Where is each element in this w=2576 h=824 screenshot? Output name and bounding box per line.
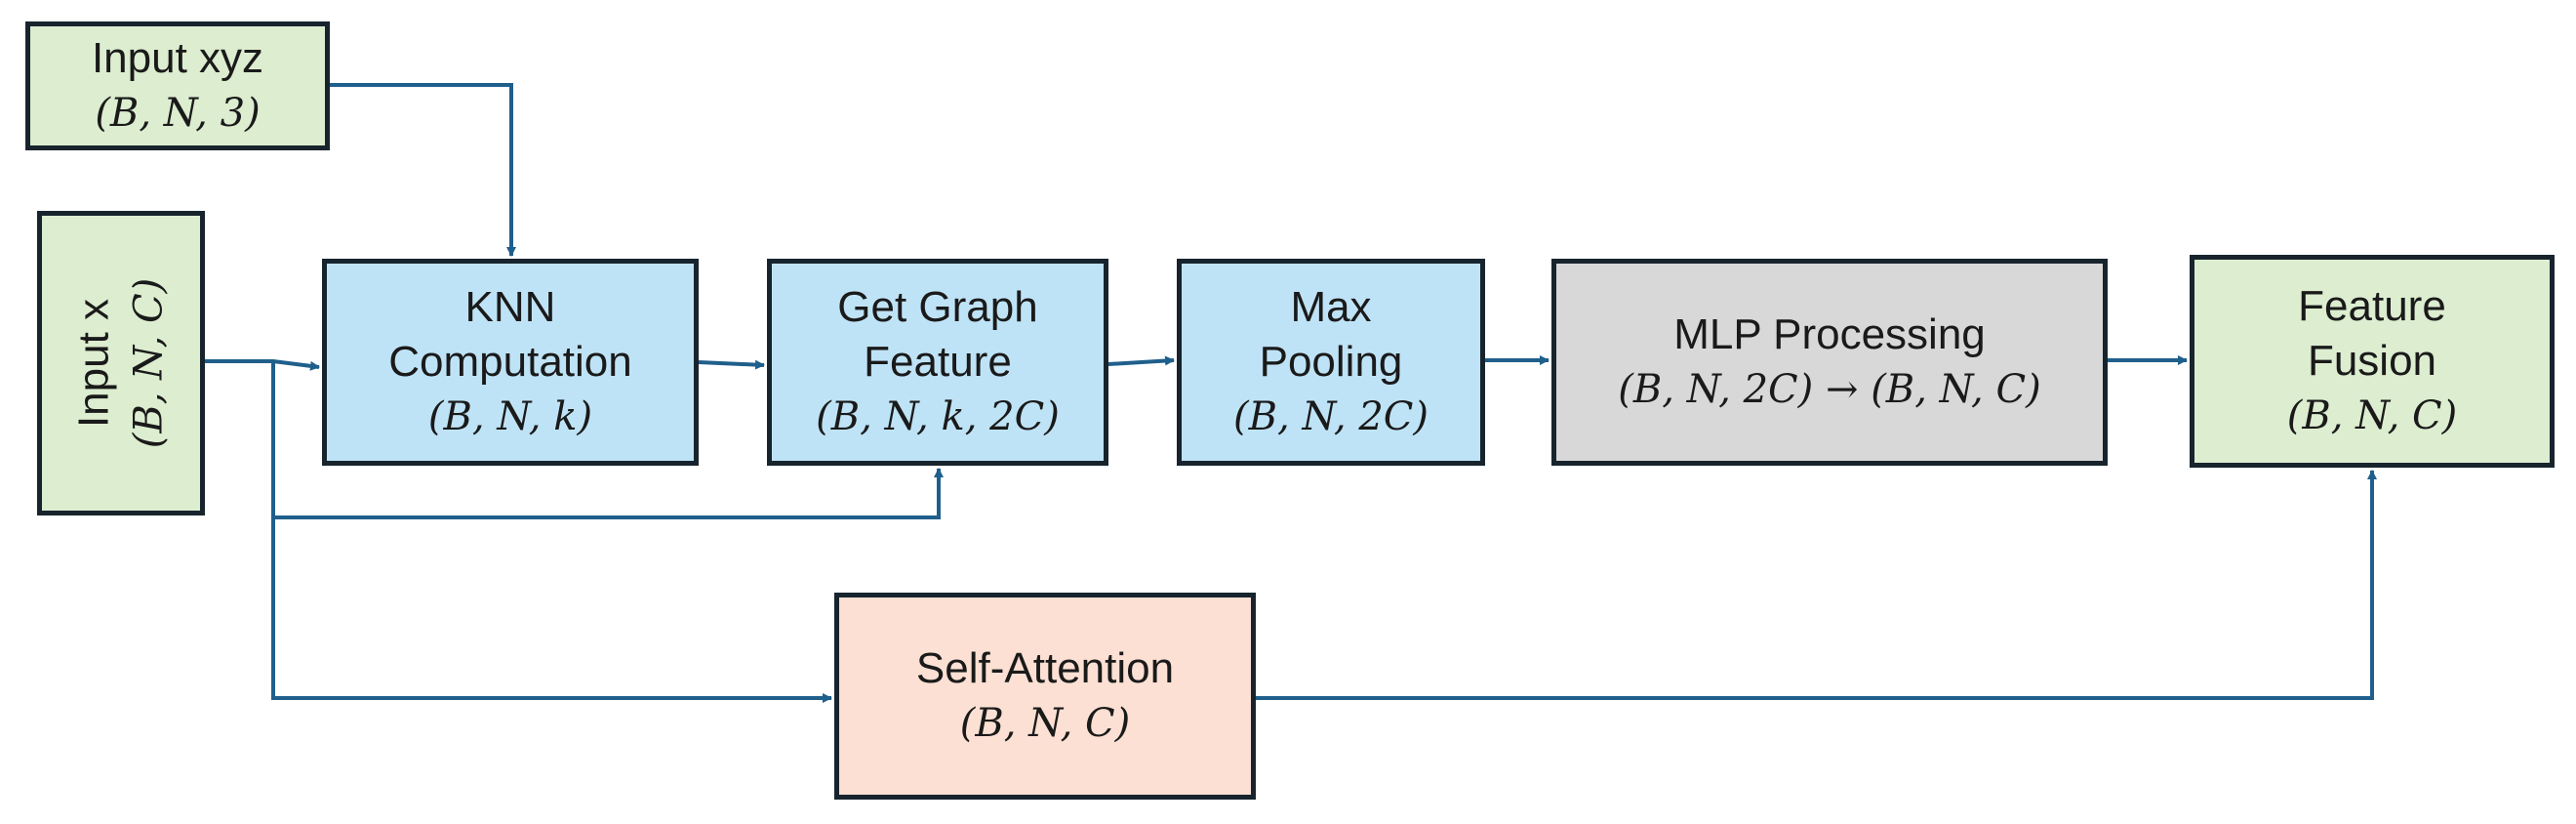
edge-group	[205, 83, 2377, 703]
knn-shape: (B, N, k)	[427, 394, 593, 439]
edge-input-x-to-self-attention	[271, 517, 832, 703]
mlp-shape: (B, N, 2C) → (B, N, C)	[1618, 367, 2041, 412]
feature-fusion-node: Feature Fusion (B, N, C)	[2190, 255, 2555, 468]
edge-self-attention-to-feature-fusion	[1256, 470, 2377, 700]
mlp-processing-node: MLP Processing (B, N, 2C) → (B, N, C)	[1551, 259, 2108, 466]
self-attention-node: Self-Attention (B, N, C)	[834, 593, 1256, 800]
edge-get-graph-feature-to-max-pooling	[1107, 355, 1175, 366]
feature-fusion-label: Feature Fusion	[2298, 282, 2446, 385]
feature-fusion-shape: (B, N, C)	[2286, 393, 2458, 438]
knn-label: KNN Computation	[388, 283, 632, 386]
knn-computation-node: KNN Computation (B, N, k)	[322, 259, 699, 466]
edge-input-x-to-get-graph-feature	[271, 361, 944, 519]
max-pooling-label: Max Pooling	[1259, 283, 1403, 386]
get-graph-feature-label: Get Graph Feature	[837, 283, 1038, 386]
input-x-shape: (B, N, C)	[126, 277, 172, 449]
edge-knn-to-get-graph-feature	[698, 359, 765, 370]
input-xyz-node: Input xyz (B, N, 3)	[25, 21, 330, 150]
self-attention-label: Self-Attention	[915, 644, 1175, 692]
input-xyz-shape: (B, N, 3)	[95, 91, 261, 136]
edge-input-xyz-to-knn	[330, 83, 516, 257]
input-x-rotated-text: Input x (B, N, C)	[66, 278, 176, 449]
mlp-label: MLP Processing	[1673, 310, 1986, 358]
input-x-node: Input x (B, N, C)	[37, 211, 205, 515]
edge-input-x-to-knn	[205, 359, 320, 371]
get-graph-feature-shape: (B, N, k, 2C)	[816, 394, 1060, 439]
max-pooling-shape: (B, N, 2C)	[1233, 394, 1429, 439]
max-pooling-node: Max Pooling (B, N, 2C)	[1177, 259, 1485, 466]
input-x-label: Input x	[69, 298, 118, 429]
input-xyz-label: Input xyz	[91, 34, 264, 82]
get-graph-feature-node: Get Graph Feature (B, N, k, 2C)	[767, 259, 1108, 466]
self-attention-shape: (B, N, C)	[959, 701, 1131, 746]
